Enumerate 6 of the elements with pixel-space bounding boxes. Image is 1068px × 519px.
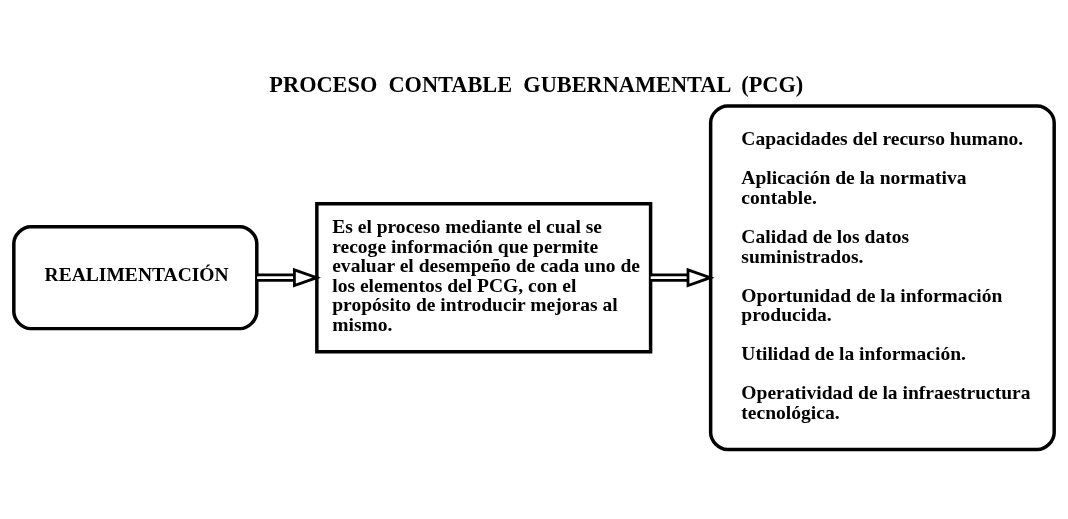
arrow: [257, 267, 321, 288]
node-box: REALIMENTACIÓN: [12, 224, 259, 331]
node-box: Es el proceso mediante el cual se recoge información que permite evaluar el desempeño de cada uno de los elementos del PCG, con el propósito de introducir mejoras al mismo.: [315, 201, 653, 354]
diagram-title: PROCESO CONTABLE GUBERNAMENTAL (PCG): [269, 71, 804, 97]
arrow: [650, 267, 715, 288]
node-box: Capacidades del recurso humano. Aplicación de la normativa contable. Calidad de los datos suministrados. Oportunidad de la información producida. Utilidad de la información. Operatividad de la infraestructura tecnológica.: [708, 104, 1056, 452]
